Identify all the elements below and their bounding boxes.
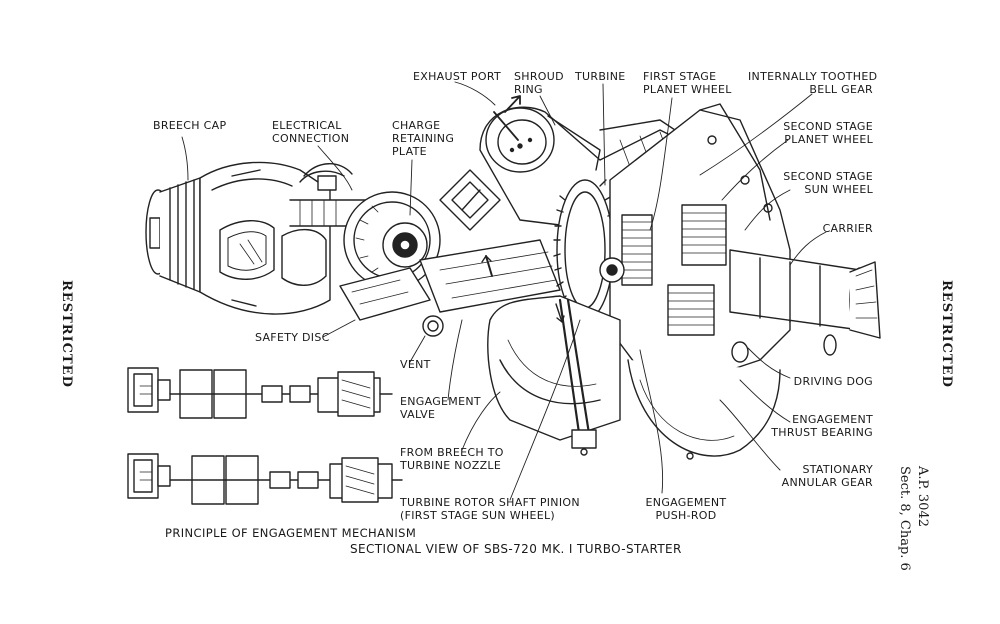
label-shroud-ring: SHROUD RING [514,70,564,96]
label-stationary-annular-gear: STATIONARY ANNULAR GEAR [781,463,873,489]
restricted-right: RESTRICTED [939,280,954,388]
label-engagement-push-rod: ENGAGEMENT PUSH-ROD [645,496,727,522]
principle-diagram-top [127,367,393,419]
breech-cap-part [145,161,331,315]
leader-lines [181,81,827,501]
label-engagement-valve: ENGAGEMENT VALVE [400,395,481,421]
planet-gears-part [599,204,727,336]
label-safety-disc: SAFETY DISC [255,331,330,344]
label-engagement-thrust-bearing: ENGAGEMENT THRUST BEARING [771,413,873,439]
label-breech-cap: BREECH CAP [153,119,227,132]
label-first-stage-planet-wheel: FIRST STAGE PLANET WHEEL [643,70,732,96]
doc-ref-line1: A.P. 3042 [915,466,930,527]
caption-title: SECTIONAL VIEW OF SBS-720 MK. I TURBO-ST… [350,542,682,556]
doc-ref-line2: Sect. 8, Chap. 6 [897,466,912,571]
annular-gear-casing-part [627,359,781,460]
label-internally-toothed-bell-gear: INTERNALLY TOOTHED BELL GEAR [748,70,878,96]
caption-principle: PRINCIPLE OF ENGAGEMENT MECHANISM [165,526,417,540]
label-electrical-connection: ELECTRICAL CONNECTION [272,119,350,145]
label-vent: VENT [400,358,431,371]
principle-diagram-bottom [127,453,403,505]
label-charge-retaining-plate: CHARGE RETAINING PLATE [392,119,455,158]
output-shaft-part [729,249,881,363]
label-turbine-rotor-shaft-pinion: TURBINE ROTOR SHAFT PINION (FIRST STAGE … [400,496,580,522]
engagement-valve-part [419,169,561,313]
vent-part [422,315,444,337]
charge-retaining-plate-part [339,191,441,321]
label-from-breech-to-turbine-nozzle: FROM BREECH TO TURBINE NOZZLE [400,446,504,472]
label-turbine: TURBINE [575,70,626,83]
label-second-stage-planet-wheel: SECOND STAGE PLANET WHEEL [783,120,873,146]
label-second-stage-sun-wheel: SECOND STAGE SUN WHEEL [783,170,873,196]
label-driving-dog: DRIVING DOG [793,375,873,388]
restricted-left: RESTRICTED [59,280,74,388]
label-carrier: CARRIER [822,222,873,235]
lower-casing-part [487,295,621,456]
label-exhaust-port: EXHAUST PORT [413,70,501,83]
